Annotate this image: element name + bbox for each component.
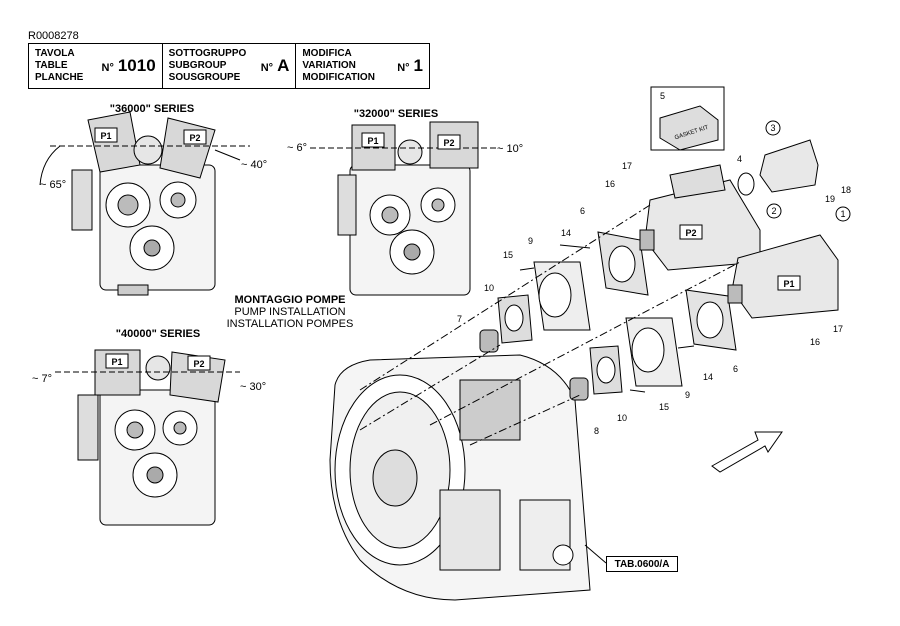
pump-p1-label-main: P1 — [783, 279, 794, 289]
gasket-kit-box: GASKET KIT — [650, 86, 725, 151]
callout-5: 5 — [660, 91, 665, 101]
pump-p1-label-40000: P1 — [111, 357, 122, 367]
callout-8: 8 — [594, 426, 599, 436]
callouts: 1 2 3 4 5 6 6 7 8 9 9 10 10 14 14 15 15 … — [457, 91, 851, 436]
callout-9a: 9 — [528, 236, 533, 246]
subgroup-no: N° — [260, 62, 274, 74]
series-40000-title: "40000" SERIES — [116, 328, 200, 340]
table-cell: TAVOLA TABLE PLANCHE N° 1010 — [29, 44, 163, 88]
variation-cell: MODIFICA VARIATION MODIFICATION N° 1 — [296, 44, 429, 88]
callout-1: 1 — [840, 209, 845, 219]
variation-value: 1 — [413, 56, 424, 75]
tab-reference[interactable]: TAB.0600/A — [606, 556, 678, 572]
transmission-housing — [329, 354, 591, 601]
callout-15b: 15 — [659, 402, 669, 412]
pump-p1-assembly: P1 — [727, 234, 839, 319]
callout-16a: 16 — [605, 179, 615, 189]
direction-arrow — [711, 431, 783, 473]
angle-40000-right: ~ 30° — [240, 381, 266, 393]
variation-label-fr: MODIFICATION — [302, 72, 375, 83]
montaggio-it: MONTAGGIO POMPE — [234, 294, 346, 306]
subgroup-label-en: SUBGROUP — [168, 60, 227, 71]
callout-18: 18 — [841, 185, 851, 195]
title-block: TAVOLA TABLE PLANCHE N° 1010 SOTTOGRUPPO… — [28, 43, 430, 89]
callout-3: 3 — [770, 123, 775, 133]
pump-p2-assembly: P2 — [639, 164, 761, 271]
table-label-it: TAVOLA — [35, 48, 75, 59]
pump-p2-label-40000: P2 — [193, 359, 204, 369]
angle-32000-right: ~ 10° — [497, 143, 523, 155]
pump-p1-label-32000: P1 — [367, 136, 378, 146]
subgroup-label-it: SOTTOGRUPPO — [168, 48, 247, 59]
callout-17b: 17 — [833, 324, 843, 334]
gear-pump — [737, 139, 819, 196]
callout-4: 4 — [737, 154, 742, 164]
callout-14a: 14 — [561, 228, 571, 238]
variation-no: N° — [397, 62, 410, 74]
subgroup-value: A — [277, 56, 290, 75]
callout-6b: 6 — [733, 364, 738, 374]
series-32000-title: "32000" SERIES — [354, 108, 438, 120]
callout-7: 7 — [457, 314, 462, 324]
pump-mount-right — [569, 289, 737, 401]
series-36000-title: "36000" SERIES — [110, 103, 194, 115]
variation-label-en: VARIATION — [302, 60, 356, 71]
angle-36000-left: ~ 65° — [40, 179, 66, 191]
pump-p1-label-36000: P1 — [100, 131, 111, 141]
subgroup-label-fr: SOUSGROUPE — [168, 72, 241, 83]
callout-6a: 6 — [580, 206, 585, 216]
table-no: N° — [101, 62, 114, 74]
callout-15a: 15 — [503, 250, 513, 260]
series-32000-view: "32000" SERIES P1 P2 ~ 6° ~ 10° — [287, 108, 523, 296]
callout-10b: 10 — [617, 413, 627, 423]
alignment-lines — [359, 204, 741, 446]
tab-leader — [584, 544, 607, 564]
pump-p2-label-36000: P2 — [189, 133, 200, 143]
angle-40000-left: ~ 7° — [32, 373, 52, 385]
table-label-fr: PLANCHE — [35, 72, 84, 83]
subgroup-cell: SOTTOGRUPPO SUBGROUP SOUSGROUPE N° A — [163, 44, 297, 88]
variation-label-it: MODIFICA — [302, 48, 352, 59]
table-label-en: TABLE — [35, 60, 68, 71]
angle-32000-left: ~ 6° — [287, 142, 307, 154]
callout-9b: 9 — [685, 390, 690, 400]
document-code: R0008278 — [28, 30, 79, 42]
montaggio-caption: MONTAGGIO POMPE PUMP INSTALLATION INSTAL… — [215, 294, 365, 330]
series-40000-view: "40000" SERIES P1 P2 ~ 7° ~ 30° — [32, 328, 266, 526]
series-36000-view: "36000" SERIES P1 P2 ~ 65° ~ 40° — [39, 103, 267, 296]
callout-14b: 14 — [703, 372, 713, 382]
callout-16b: 16 — [810, 337, 820, 347]
montaggio-fr: INSTALLATION POMPES — [226, 318, 354, 330]
callout-2: 2 — [771, 206, 776, 216]
callout-17a: 17 — [622, 161, 632, 171]
montaggio-en: PUMP INSTALLATION — [234, 306, 346, 318]
table-number: 1010 — [117, 56, 156, 75]
callout-10a: 10 — [484, 283, 494, 293]
angle-36000-right: ~ 40° — [241, 159, 267, 171]
pump-mount-left — [479, 231, 649, 353]
pump-p2-label-32000: P2 — [443, 138, 454, 148]
callout-19: 19 — [825, 194, 835, 204]
pump-p2-label-main: P2 — [685, 228, 696, 238]
